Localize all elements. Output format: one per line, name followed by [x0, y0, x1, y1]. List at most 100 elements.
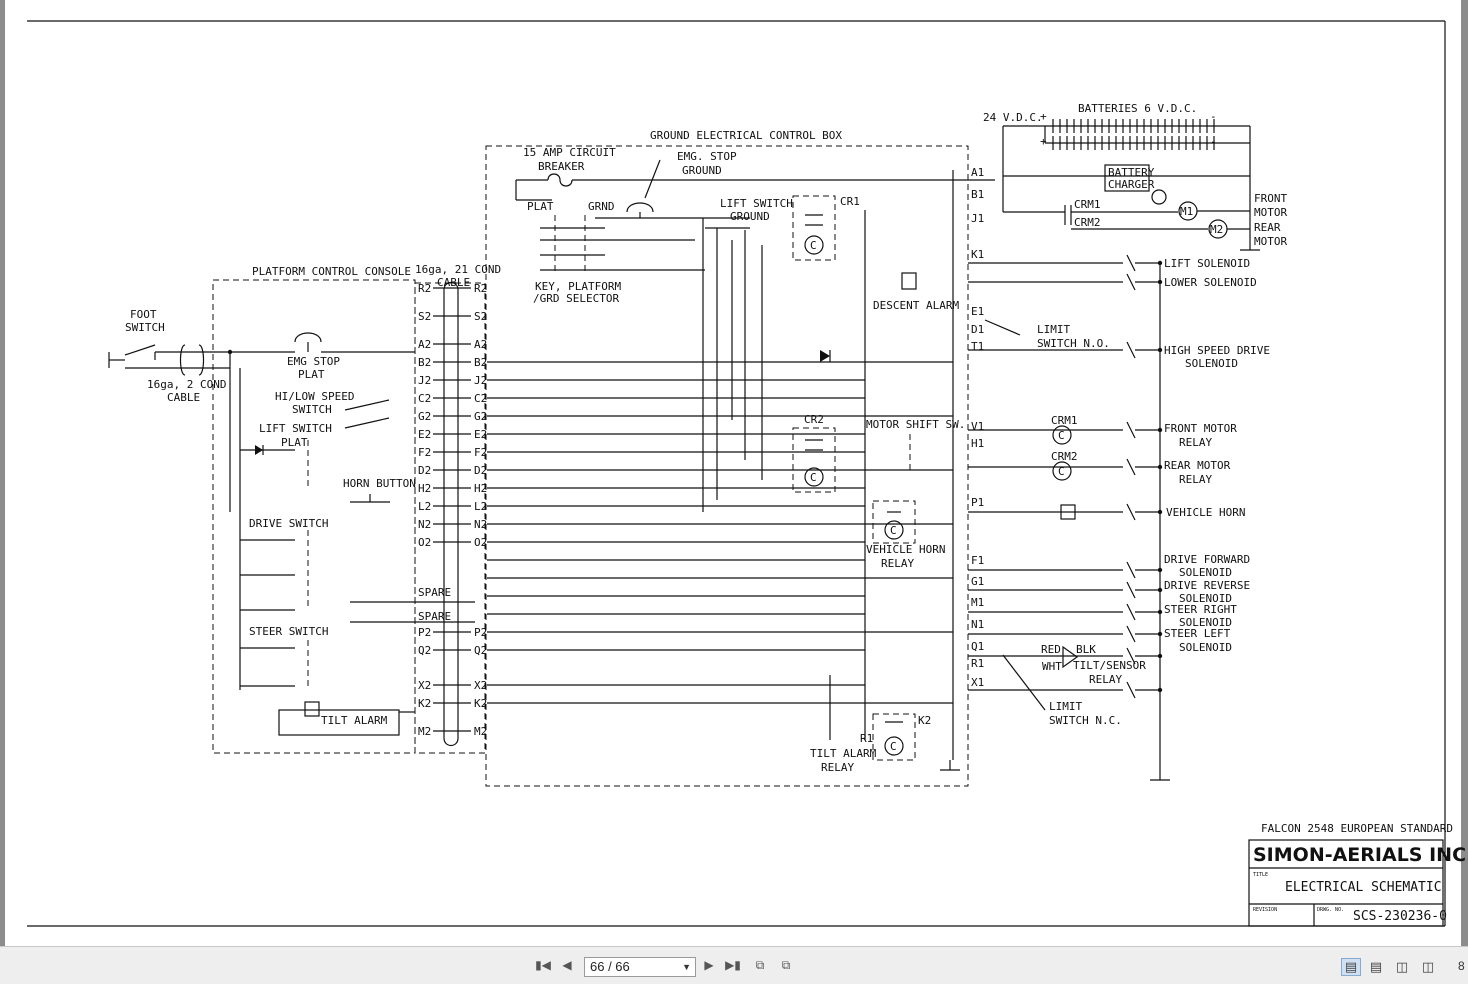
lift-switch-ground-label-2: GROUND	[730, 210, 770, 223]
plat-label: PLAT	[527, 200, 554, 213]
next-page-icon[interactable]: ▶	[704, 958, 714, 972]
tilt-alarm-label: TILT ALARM	[321, 714, 388, 727]
terminal-left-M2: M2	[418, 725, 431, 738]
crm1-contact-label: CRM1	[1074, 198, 1101, 211]
terminal-left-H2: H2	[418, 482, 431, 495]
right-terminal-B1: B1	[971, 188, 984, 201]
steer-left-label-1: STEER LEFT	[1164, 627, 1231, 640]
emg-stop-plat-label-1: EMG STOP	[287, 355, 340, 368]
crm2-coil-c: C	[1058, 465, 1065, 478]
electrical-schematic: PLATFORM CONTROL CONSOLE 16ga, 21 COND C…	[27, 20, 1468, 927]
grnd-label: GRND	[588, 200, 615, 213]
steer-switch-label: STEER SWITCH	[249, 625, 328, 638]
ground-box-label: GROUND ELECTRICAL CONTROL BOX	[650, 129, 842, 142]
limit-no-label-1: LIMIT	[1037, 323, 1070, 336]
right-terminal-D1: D1	[971, 323, 984, 336]
steer-right-label-2: SOLENOID	[1179, 616, 1232, 629]
cr1-label: CR1	[840, 195, 860, 208]
drive-switch-label: DRIVE SWITCH	[249, 517, 328, 530]
vehicle-horn-relay-label-1: VEHICLE HORN	[866, 543, 945, 556]
steer-left-label-2: SOLENOID	[1179, 641, 1232, 654]
vehicle-horn-icon	[1060, 504, 1076, 520]
descent-alarm-icon	[901, 272, 917, 290]
terminal-right-N2: N2	[474, 518, 487, 531]
horn-button-label: HORN BUTTON	[343, 477, 416, 490]
terminal-right-Q2: Q2	[474, 644, 487, 657]
limit-nc-label-2: SWITCH N.C.	[1049, 714, 1122, 727]
terminal-right-G2: G2	[474, 410, 487, 423]
go-forward-view-icon[interactable]: ⧉	[781, 957, 791, 972]
terminal-right-C2: C2	[474, 392, 487, 405]
first-page-icon[interactable]: ▮◀	[535, 958, 551, 972]
drawing-title: ELECTRICAL SCHEMATIC	[1285, 880, 1442, 895]
k2-label: K2	[918, 714, 931, 727]
right-terminal-X1: X1	[971, 676, 984, 689]
prev-page-icon[interactable]: ◀	[562, 958, 572, 972]
battery-cells	[1045, 119, 1250, 150]
single-page-view-icon[interactable]: ▤	[1341, 958, 1361, 976]
lift-switch-ground-label-1: LIFT SWITCH	[720, 197, 793, 210]
cr2-label: CR2	[804, 413, 824, 426]
cr2-relay-box	[792, 427, 836, 493]
terminal-left-X2: X2	[418, 679, 431, 692]
crm1-coil-label: CRM1	[1051, 414, 1078, 427]
viewer-toolbar: ▮◀ ◀ ▶ ▶▮ ⧉ ⧉	[0, 946, 1468, 984]
drive-reverse-label-1: DRIVE REVERSE	[1164, 579, 1250, 592]
foot-switch-label-2: SWITCH	[125, 321, 165, 334]
crm2-coil-label: CRM2	[1051, 450, 1078, 463]
wht-label: WHT	[1042, 660, 1062, 673]
drawing-caption: DRWG. NO.	[1317, 907, 1344, 913]
battery-minus-2: -	[1210, 135, 1217, 148]
tilt-sensor-symbol	[1062, 645, 1079, 669]
solenoid-symbol-4	[1113, 458, 1160, 476]
limit-no-label-2: SWITCH N.O.	[1037, 337, 1110, 350]
terminal-right-L2: L2	[474, 500, 487, 513]
ground-buses	[702, 170, 954, 760]
go-back-view-icon[interactable]: ⧉	[755, 957, 765, 972]
terminal-right-F2: F2	[474, 446, 487, 459]
terminal-left-L2: L2	[418, 500, 431, 513]
terminal-left-C2: C2	[418, 392, 431, 405]
breaker-label-2: BREAKER	[538, 160, 585, 173]
two-page-continuous-view-icon[interactable]: ◫	[1421, 959, 1435, 975]
solenoid-symbol-8	[1113, 603, 1160, 621]
terminal-right-O2: O2	[474, 536, 487, 549]
zoom-level: 8	[1458, 959, 1465, 973]
page-number-select[interactable]: 66 / 66 ▼	[584, 957, 696, 977]
document-page: PLATFORM CONTROL CONSOLE 16ga, 21 COND C…	[5, 0, 1468, 946]
limit-nc-label-1: LIMIT	[1049, 700, 1082, 713]
right-terminal-K1: K1	[971, 248, 984, 261]
solenoid-symbol-3	[1113, 421, 1160, 439]
spare-label-1: SPARE	[418, 586, 451, 599]
crm2-contact-label: CRM2	[1074, 216, 1101, 229]
right-terminal-T1: T1	[971, 340, 984, 353]
right-terminal-P1: P1	[971, 496, 984, 509]
emg-stop-ground-label-1: EMG. STOP	[677, 150, 737, 163]
last-page-icon[interactable]: ▶▮	[725, 958, 741, 972]
cable-21-label-2: CABLE	[437, 276, 470, 289]
rear-motor-relay-label-1: REAR MOTOR	[1164, 459, 1231, 472]
revision-caption: REVISION	[1253, 907, 1277, 913]
battery-charger-box	[1104, 164, 1150, 192]
m2-label: M2	[1210, 223, 1223, 236]
two-page-view-icon[interactable]: ◫	[1395, 959, 1409, 975]
terminal-left-F2: F2	[418, 446, 431, 459]
battery-minus-1: -	[1210, 110, 1217, 123]
solenoid-symbol-7	[1113, 581, 1160, 599]
cable-21-bundle	[443, 281, 459, 747]
solenoid-symbol-1	[1113, 273, 1160, 291]
terminal-left-N2: N2	[418, 518, 431, 531]
continuous-view-icon[interactable]: ▤	[1369, 959, 1383, 975]
ground-control-box	[485, 145, 969, 787]
front-motor-label-1: FRONT	[1254, 192, 1287, 205]
battery-label: BATTERIES 6 V.D.C.	[1078, 102, 1197, 115]
terminal-right-B2: B2	[474, 356, 487, 369]
terminal-left-E2: E2	[418, 428, 431, 441]
steer-right-label-1: STEER RIGHT	[1164, 603, 1237, 616]
battery-plus-2: +	[1040, 135, 1047, 148]
drive-reverse-label-2: SOLENOID	[1179, 592, 1232, 605]
tilt-alarm-relay-box	[872, 713, 916, 761]
key-selector-label-2: /GRD SELECTOR	[533, 292, 619, 305]
